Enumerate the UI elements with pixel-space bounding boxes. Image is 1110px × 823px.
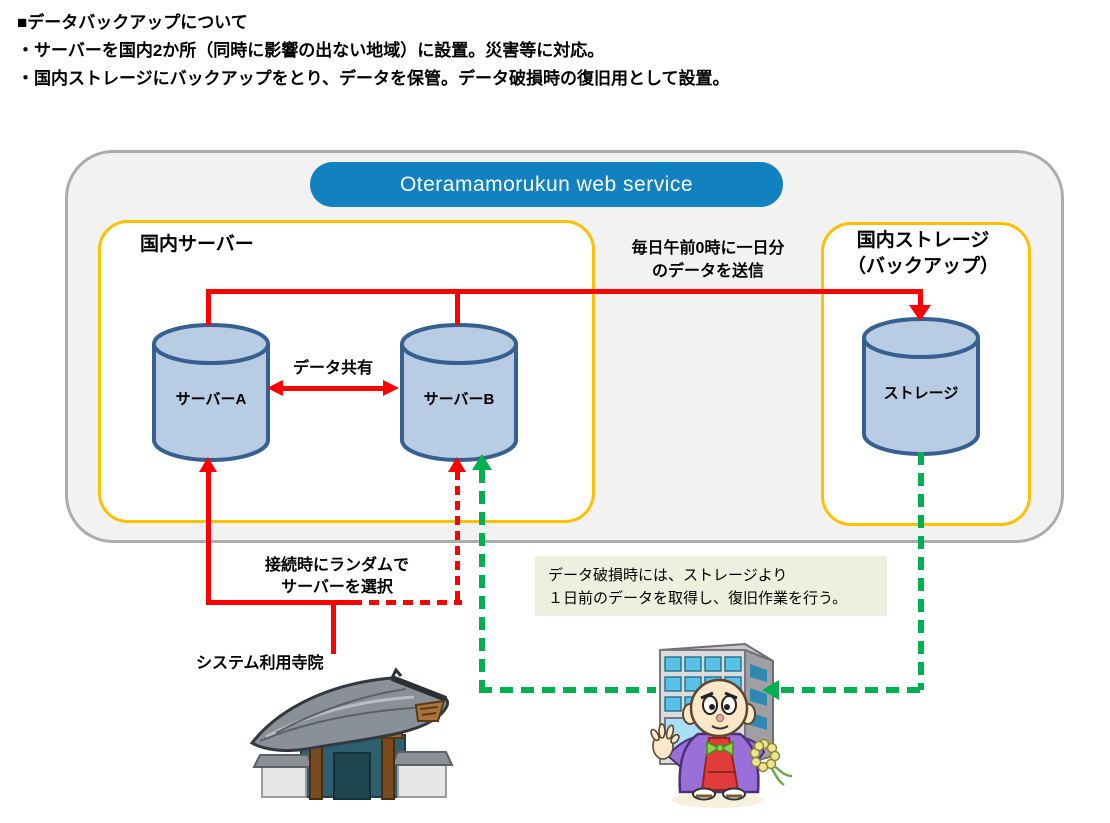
recovery-flow-line-right-horizontal — [781, 687, 924, 693]
random-select-line1: 接続時にランダムで — [264, 557, 409, 574]
database-cylinder-icon — [400, 323, 518, 462]
bullet-line-2: ・国内ストレージにバックアップをとり、データを保管。データ破損時の復旧用として設… — [17, 69, 730, 88]
server-a-cylinder: サーバーA — [150, 322, 272, 467]
backup-schedule-line2: のデータを送信 — [651, 263, 764, 280]
backup-flow-arrowhead-down-icon — [909, 305, 931, 321]
backup-flow-line-horizontal — [206, 289, 923, 294]
database-cylinder-icon — [152, 323, 270, 462]
backup-flow-line-from-server-b — [455, 289, 460, 325]
client-flow-line-server-b-dashed — [455, 471, 460, 600]
recovery-note-line2: １日前のデータを取得し、復旧作業を行う。 — [548, 590, 848, 607]
storage-label: ストレージ — [883, 385, 959, 402]
backup-schedule-annotation: 毎日午前0時に一日分 のデータを送信 — [608, 237, 808, 283]
recovery-flow-arrowhead-operator-icon — [762, 680, 779, 700]
bullet-line-1: ・サーバーを国内2か所（同時に影響の出ない地域）に設置。災害等に対応。 — [17, 41, 605, 60]
server-b-cylinder: サーバーB — [398, 322, 520, 467]
domestic-servers-label: 国内サーバー — [140, 234, 254, 255]
domestic-storage-label-line1: 国内ストレージ — [856, 230, 990, 251]
temple-gate-icon — [249, 667, 454, 800]
client-flow-arrowhead-server-b-icon — [448, 457, 466, 472]
monk-character-icon — [650, 678, 793, 808]
random-select-annotation: 接続時にランダムで サーバーを選択 — [247, 555, 427, 599]
backup-schedule-line1: 毎日午前0時に一日分 — [631, 240, 785, 257]
client-flow-line-horizontal-solid — [206, 600, 352, 605]
office-building-icon — [650, 642, 793, 808]
recovery-flow-arrowhead-server-b-icon — [472, 454, 492, 470]
backup-flow-line-from-server-a — [206, 289, 211, 325]
client-flow-line-horizontal-dashed — [352, 600, 462, 605]
random-select-line2: サーバーを選択 — [281, 579, 393, 596]
domestic-storage-label: 国内ストレージ （バックアップ） — [821, 228, 1025, 280]
page-title: ■データバックアップについて — [17, 13, 248, 32]
service-banner: Oteramamorukun web service — [310, 162, 783, 207]
server-b-label: サーバーB — [423, 391, 495, 408]
recovery-flow-line-up-to-server-b — [479, 470, 485, 690]
recovery-note-box: データ破損時には、ストレージより １日前のデータを取得し、復旧作業を行う。 — [535, 556, 887, 616]
data-share-label: データ共有 — [292, 360, 373, 377]
data-share-line — [281, 386, 385, 391]
backup-flow-line-to-storage — [918, 289, 923, 307]
recovery-flow-line-left-horizontal — [479, 687, 656, 693]
recovery-flow-line-from-storage — [918, 452, 924, 690]
recovery-note-line1: データ破損時には、ストレージより — [548, 567, 788, 584]
client-flow-arrowhead-server-a-icon — [199, 457, 217, 472]
data-share-arrowhead-right-icon — [383, 380, 399, 396]
storage-cylinder: ストレージ — [860, 316, 982, 461]
data-share-arrowhead-left-icon — [267, 380, 283, 396]
client-flow-line-server-a — [206, 471, 211, 602]
temple-label: システム利用寺院 — [196, 655, 324, 672]
client-flow-line-from-temple — [331, 602, 336, 654]
domestic-storage-label-line2: （バックアップ） — [846, 256, 999, 277]
server-a-label: サーバーA — [175, 391, 247, 408]
